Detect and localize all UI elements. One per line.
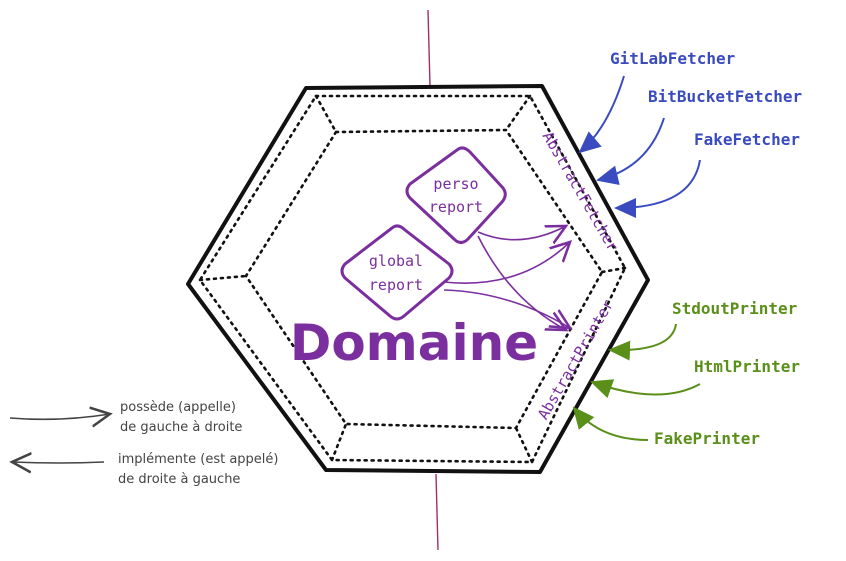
perso-report-node: perso report xyxy=(405,146,507,244)
perso-report-label-line1: perso xyxy=(433,175,478,193)
abstract-fetcher-port-label: AbstractFetcher xyxy=(539,128,622,254)
printer-adapters: StdoutPrinter HtmlPrinter FakePrinter xyxy=(572,299,800,448)
global-report-node: global report xyxy=(340,224,454,321)
bottom-axis-line xyxy=(435,473,439,551)
fake-printer-label: FakePrinter xyxy=(654,429,760,448)
legend-owns-line2: de gauche à droite xyxy=(120,420,242,435)
perso-report-diamond xyxy=(405,146,507,244)
domain-title: Domaine xyxy=(290,314,538,372)
legend-owns-arrow xyxy=(9,414,110,419)
global-to-fetcher-arrow xyxy=(443,242,570,284)
fake-fetcher-label: FakeFetcher xyxy=(694,130,800,149)
domain-to-port-arrows xyxy=(443,226,570,330)
fetcher-adapters: GitLabFetcher BitBucketFetcher FakeFetch… xyxy=(578,49,802,218)
global-report-diamond xyxy=(340,224,454,321)
perso-to-fetcher-arrow xyxy=(477,226,566,240)
hexagon-connectors xyxy=(198,94,627,464)
global-report-label-line1: global xyxy=(369,252,423,270)
top-axis-line xyxy=(427,9,431,87)
html-printer-label: HtmlPrinter xyxy=(694,357,800,376)
fake-printer-arrow xyxy=(572,406,649,441)
outer-hexagon xyxy=(186,84,650,474)
bitbucket-fetcher-label: BitBucketFetcher xyxy=(648,87,802,106)
global-to-printer-arrow xyxy=(443,289,570,328)
legend-owns-line1: possède (appelle) xyxy=(120,400,236,415)
legend: possède (appelle) de gauche à droite imp… xyxy=(10,400,279,487)
fake-fetcher-arrow xyxy=(614,159,701,218)
gitlab-fetcher-label: GitLabFetcher xyxy=(610,49,735,68)
bitbucket-fetcher-arrow xyxy=(596,117,665,186)
html-printer-arrow xyxy=(590,379,701,399)
legend-implements-line1: implémente (est appelé) xyxy=(118,452,279,467)
stdout-printer-arrow xyxy=(608,323,677,361)
stdout-printer-label: StdoutPrinter xyxy=(672,299,797,318)
gitlab-fetcher-arrow xyxy=(578,75,625,154)
legend-implements-line2: de droite à gauche xyxy=(118,472,240,487)
legend-implements-arrow xyxy=(12,462,105,463)
perso-report-label-line2: report xyxy=(429,198,483,216)
global-report-label-line2: report xyxy=(369,276,423,294)
